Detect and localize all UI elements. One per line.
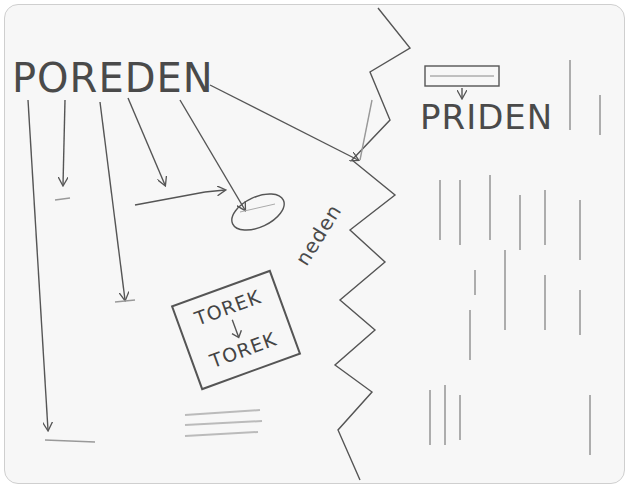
main-word: POREDEN: [12, 58, 214, 98]
main-word: PRIDEN: [420, 100, 553, 134]
